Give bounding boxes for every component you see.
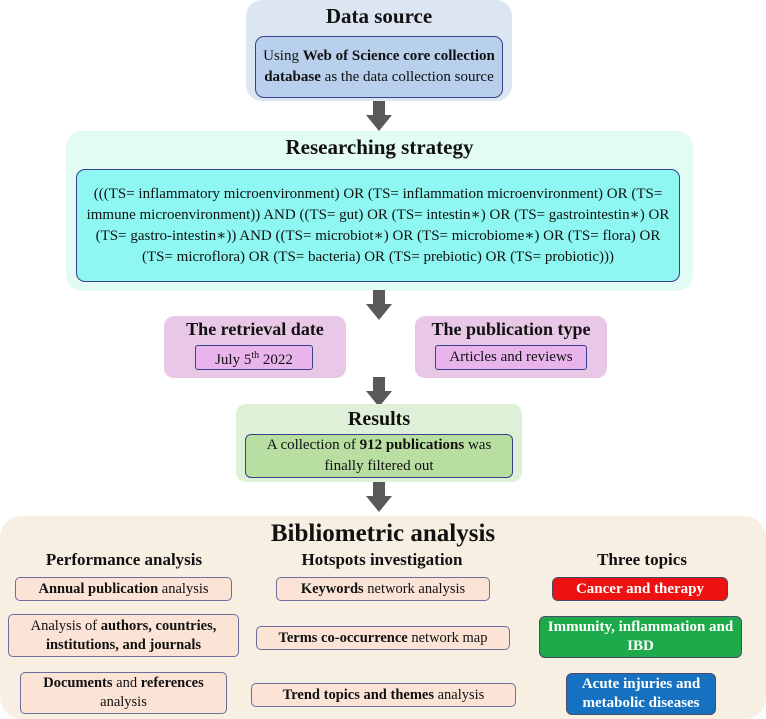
results-text: A collection of 912 publications was fin… <box>266 437 492 474</box>
data-source-title: Data source <box>325 4 433 28</box>
strategy-query-box: (((TS= inflammatory microenvironment) OR… <box>76 169 680 282</box>
performance-heading: Performance analysis <box>45 550 203 569</box>
topic-acute-injuries: Acute injuries and metabolic diseases <box>566 673 716 715</box>
strategy-title: Researching strategy <box>285 135 474 159</box>
arrow-down-icon <box>366 101 392 131</box>
hotspots-item: Trend topics and themes analysis <box>251 683 516 707</box>
data-source-box: Using Web of Science core collection dat… <box>255 36 503 98</box>
retrieval-date-panel: The retrieval date July 5th 2022 <box>164 316 346 378</box>
strategy-panel: Researching strategy (((TS= inflammatory… <box>66 131 693 291</box>
performance-item: Annual publication analysis <box>15 577 232 601</box>
bibliometric-title: Bibliometric analysis <box>270 520 496 547</box>
topic-cancer: Cancer and therapy <box>552 577 728 601</box>
data-source-text: Using Web of Science core collection dat… <box>263 48 495 85</box>
topics-heading: Three topics <box>597 550 687 569</box>
arrow-down-icon <box>366 290 392 320</box>
retrieval-date-box: July 5th 2022 <box>195 345 313 370</box>
publication-type-box: Articles and reviews <box>435 345 587 370</box>
retrieval-date-value: July 5th 2022 <box>215 349 293 368</box>
publication-type-value: Articles and reviews <box>449 349 573 365</box>
publication-type-panel: The publication type Articles and review… <box>415 316 607 378</box>
results-box: A collection of 912 publications was fin… <box>245 434 513 478</box>
arrow-down-icon <box>366 377 392 407</box>
performance-item: Analysis of authors, countries, institut… <box>8 614 239 657</box>
data-source-panel: Data source Using Web of Science core co… <box>246 0 512 101</box>
performance-item: Documents and references analysis <box>20 672 227 714</box>
hotspots-heading: Hotspots investigation <box>301 550 463 569</box>
publication-type-title: The publication type <box>431 319 591 339</box>
hotspots-item: Terms co-occurrence network map <box>256 626 510 650</box>
results-title: Results <box>347 408 411 430</box>
hotspots-item: Keywords network analysis <box>276 577 490 601</box>
retrieval-date-title: The retrieval date <box>186 319 324 339</box>
arrow-down-icon <box>366 482 392 512</box>
results-panel: Results A collection of 912 publications… <box>236 404 522 482</box>
strategy-query: (((TS= inflammatory microenvironment) OR… <box>86 185 670 265</box>
topic-immunity: Immunity, inflammation and IBD <box>539 616 742 658</box>
bibliometric-panel: Bibliometric analysis Performance analys… <box>0 516 766 719</box>
